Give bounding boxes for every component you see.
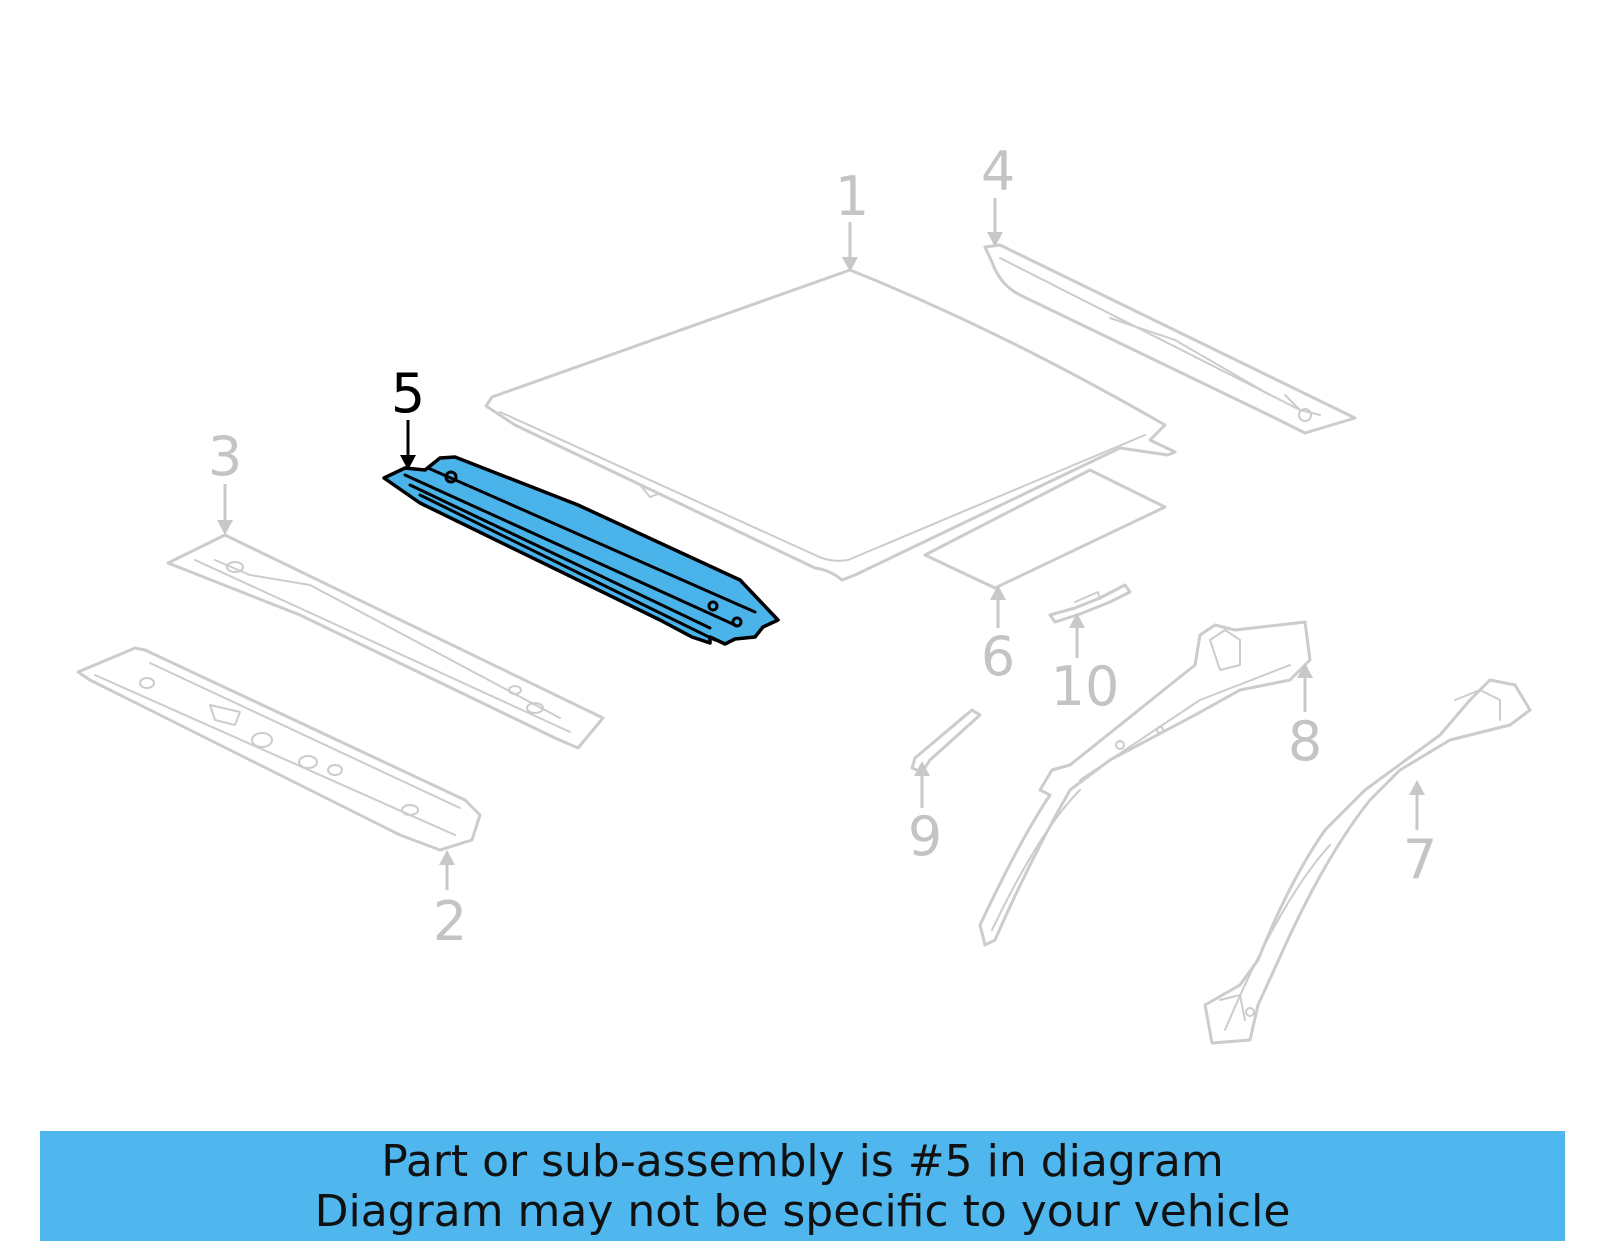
roof-pillar-part-7[interactable]: [1203, 678, 1532, 1045]
roof-front-header-part-2[interactable]: [76, 646, 482, 852]
callout-5[interactable]: 5: [391, 362, 425, 425]
callout-2[interactable]: 2: [433, 890, 467, 953]
callout-3[interactable]: 3: [208, 425, 242, 488]
roof-pad-part-6[interactable]: [923, 468, 1167, 590]
parts-diagram: 1 4 3 5 6 10 8 9 7 2: [76, 140, 1532, 1045]
leader-6: [990, 585, 1006, 628]
leader-2: [439, 850, 455, 890]
callout-1[interactable]: 1: [835, 165, 869, 228]
callout-6[interactable]: 6: [981, 625, 1015, 688]
leader-10: [1069, 613, 1085, 658]
leader-9: [914, 761, 930, 808]
banner-disclaimer-line: Diagram may not be specific to your vehi…: [314, 1186, 1291, 1237]
callout-10[interactable]: 10: [1051, 655, 1120, 718]
leader-4: [987, 198, 1003, 247]
roof-panel-part-1[interactable]: [484, 268, 1177, 582]
roof-rear-header-part-3[interactable]: [166, 533, 605, 750]
info-banner: Part or sub-assembly is #5 in diagram Di…: [40, 1131, 1565, 1241]
callout-7[interactable]: 7: [1403, 828, 1437, 891]
callout-4[interactable]: 4: [981, 140, 1015, 203]
leader-5: [400, 420, 416, 470]
callout-9[interactable]: 9: [908, 805, 942, 868]
roof-side-rail-part-4[interactable]: [983, 243, 1357, 435]
reinforcement-part-9[interactable]: [910, 708, 982, 774]
leader-8: [1297, 663, 1313, 712]
callout-8[interactable]: 8: [1288, 710, 1322, 773]
leader-7: [1409, 780, 1425, 830]
leader-3: [217, 484, 233, 535]
leader-1: [842, 222, 858, 272]
bracket-part-10[interactable]: [1048, 583, 1132, 624]
banner-part-line: Part or sub-assembly is #5 in diagram: [381, 1136, 1224, 1187]
roof-bow-part-5[interactable]: [382, 455, 780, 646]
roof-pillar-part-8[interactable]: [978, 620, 1312, 947]
